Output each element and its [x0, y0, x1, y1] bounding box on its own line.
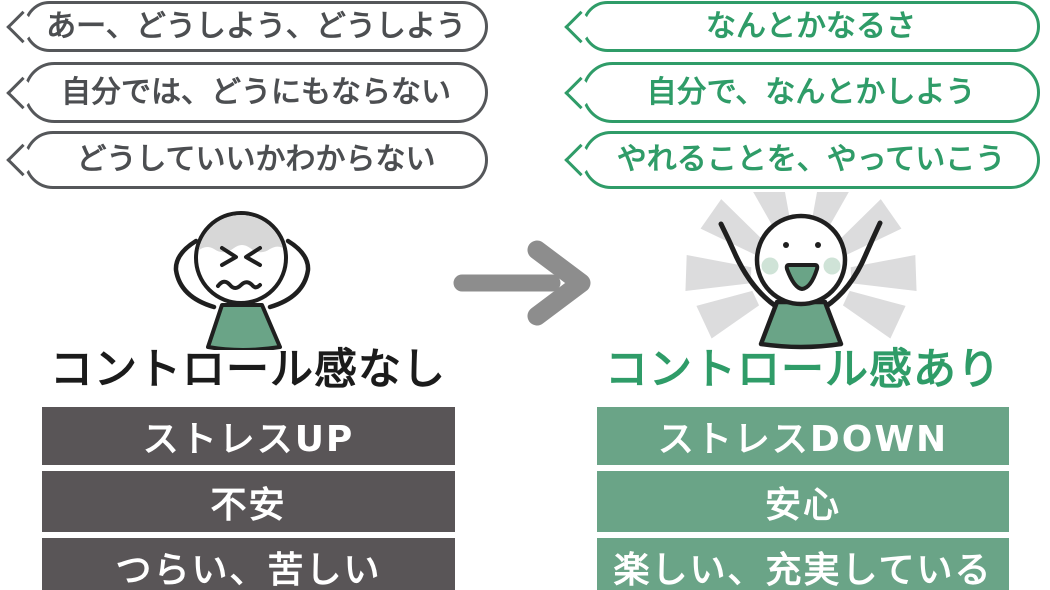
negative-bubble-text-1: あー、どうしよう、どうしよう — [46, 8, 466, 44]
eye-right-icon — [815, 242, 821, 248]
squeezed-eye-left-icon — [220, 246, 238, 267]
negative-bubble-text-2: 自分では、どうにもならない — [61, 74, 451, 110]
positive-speech-bubble-3: やれることを、やっていこう — [564, 131, 1040, 189]
bubble-tail-icon — [564, 76, 597, 109]
bubble-tail-icon — [6, 10, 39, 43]
wavy-mouth-icon — [216, 279, 262, 290]
right-arm-shape — [267, 238, 311, 310]
right-arm-shape — [822, 220, 883, 310]
eye-left-icon — [783, 242, 789, 248]
blush-right-icon — [823, 257, 841, 275]
bubble-tail-icon — [6, 76, 39, 109]
head-shape — [754, 213, 848, 307]
open-mouth-icon — [784, 263, 820, 291]
positive-effect-box-2: 安心 — [597, 471, 1009, 532]
blush-left-icon — [761, 257, 779, 275]
bubble-tail-icon — [564, 143, 597, 177]
negative-speech-bubble-3: どうしていいかわからない — [6, 131, 488, 189]
positive-bubble-text-1: なんとかなるさ — [706, 8, 916, 44]
left-arm-shape — [173, 238, 217, 310]
negative-speech-bubble-2: 自分では、どうにもならない — [6, 62, 488, 123]
bubble-tail-icon — [6, 143, 39, 177]
positive-speech-bubble-2: 自分で、なんとかしよう — [564, 62, 1040, 123]
negative-speech-bubble-1: あー、どうしよう、どうしよう — [6, 1, 488, 52]
right-arrow-icon — [453, 240, 591, 326]
squeezed-eye-right-icon — [244, 246, 262, 267]
worried-character-illustration — [173, 211, 311, 350]
negative-effect-box-3: つらい、苦しい — [42, 538, 455, 590]
left-arm-shape — [718, 221, 780, 310]
shirt-shape — [206, 303, 282, 350]
sunburst-rays-icon — [685, 192, 917, 339]
positive-effect-box-3: 楽しい、充実している — [597, 538, 1009, 590]
happy-character-illustration — [685, 192, 917, 350]
negative-bubble-text-3: どうしていいかわからない — [76, 142, 436, 177]
positive-bubble-text-2: 自分で、なんとかしよう — [646, 74, 976, 110]
positive-speech-bubble-1: なんとかなるさ — [564, 1, 1040, 52]
positive-effect-box-1: ストレスDOWN — [597, 407, 1009, 465]
has-control-label: コントロール感あり — [605, 345, 1001, 395]
no-control-label: コントロール感なし — [50, 345, 446, 395]
negative-effect-box-2: 不安 — [42, 471, 455, 532]
positive-bubble-text-3: やれることを、やっていこう — [616, 142, 1006, 177]
bubble-tail-icon — [564, 10, 597, 43]
shirt-shape — [758, 299, 844, 350]
negative-effect-box-1: ストレスUP — [42, 407, 455, 465]
